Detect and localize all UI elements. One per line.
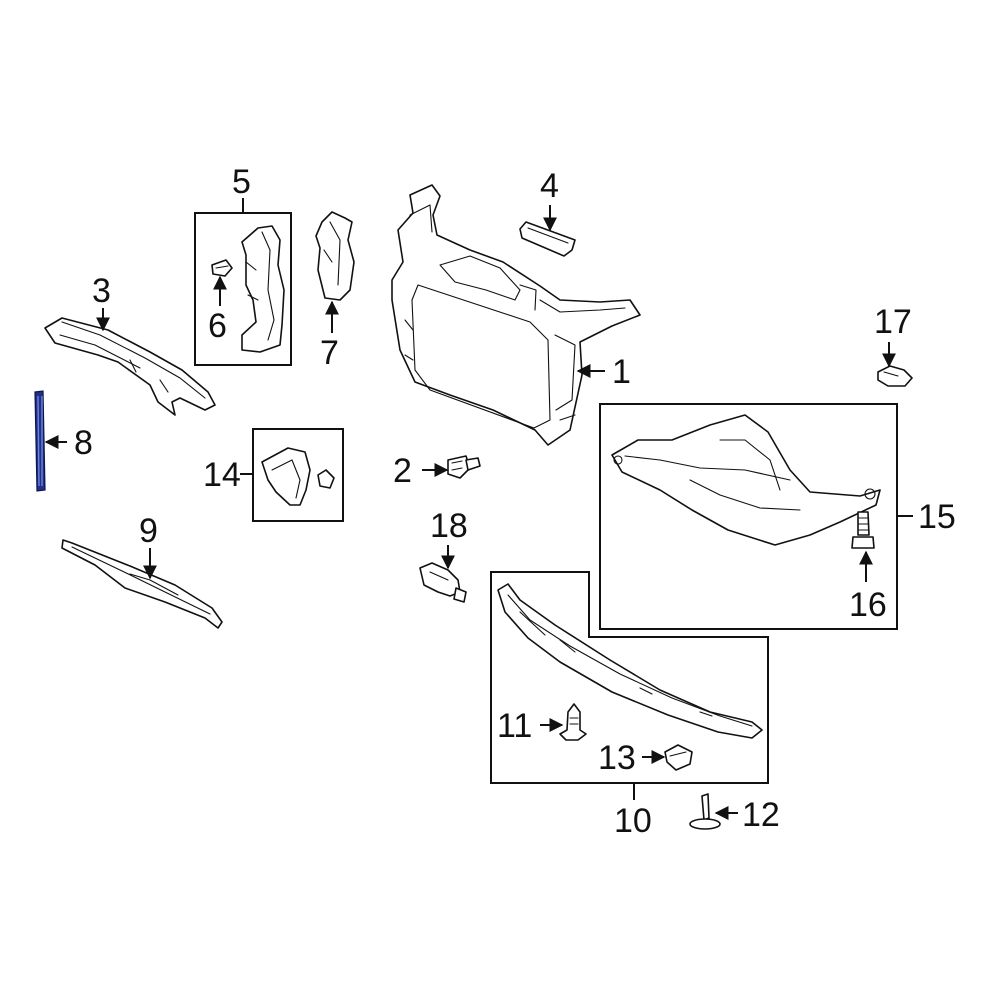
- callout-5: 5: [232, 163, 251, 201]
- callout-10: 10: [614, 802, 652, 840]
- radiator-support-part[interactable]: [391, 184, 641, 446]
- bracket-part-14[interactable]: [261, 447, 311, 506]
- under-cover-part-15[interactable]: [611, 414, 881, 546]
- push-clip-part-14b[interactable]: [317, 469, 335, 489]
- callout-16: 16: [849, 586, 887, 624]
- bolt-part-2[interactable]: [447, 455, 481, 479]
- clip-part-13[interactable]: [664, 744, 693, 771]
- sensor-part-18[interactable]: [419, 562, 467, 603]
- bolt-part-16[interactable]: [851, 511, 875, 549]
- leader-lines: [44, 198, 913, 820]
- lower-deflector-part-9[interactable]: [61, 539, 223, 629]
- callout-labels: 1 2 3 4 5 6 7 8 9 10 11 12 13 14 15 16 1…: [74, 163, 956, 840]
- callout-8: 8: [74, 424, 93, 462]
- callout-6: 6: [208, 307, 227, 345]
- push-clip-part-6[interactable]: [211, 259, 233, 277]
- callout-15: 15: [918, 498, 956, 536]
- callout-4: 4: [540, 167, 559, 205]
- callout-18: 18: [430, 507, 468, 545]
- callout-2: 2: [393, 452, 412, 490]
- callout-12: 12: [742, 796, 780, 834]
- callout-7: 7: [320, 334, 339, 372]
- side-bracket-part-7[interactable]: [315, 211, 355, 301]
- push-clip-part-11[interactable]: [559, 703, 587, 741]
- air-seal-part-8[interactable]: [34, 390, 46, 492]
- screw-part-12[interactable]: [689, 793, 721, 830]
- callout-9: 9: [139, 512, 158, 550]
- callout-14: 14: [203, 456, 241, 494]
- callout-13: 13: [598, 739, 636, 777]
- callout-11: 11: [497, 707, 532, 745]
- seal-strip-part-4[interactable]: [519, 221, 576, 257]
- splash-shield-part-10[interactable]: [497, 583, 763, 739]
- clip-nut-part-17[interactable]: [877, 365, 913, 387]
- callout-1: 1: [612, 353, 631, 391]
- callout-3: 3: [92, 272, 111, 310]
- bracket-part-3[interactable]: [44, 317, 216, 416]
- callout-17: 17: [874, 303, 912, 341]
- deflector-part-5[interactable]: [241, 225, 285, 353]
